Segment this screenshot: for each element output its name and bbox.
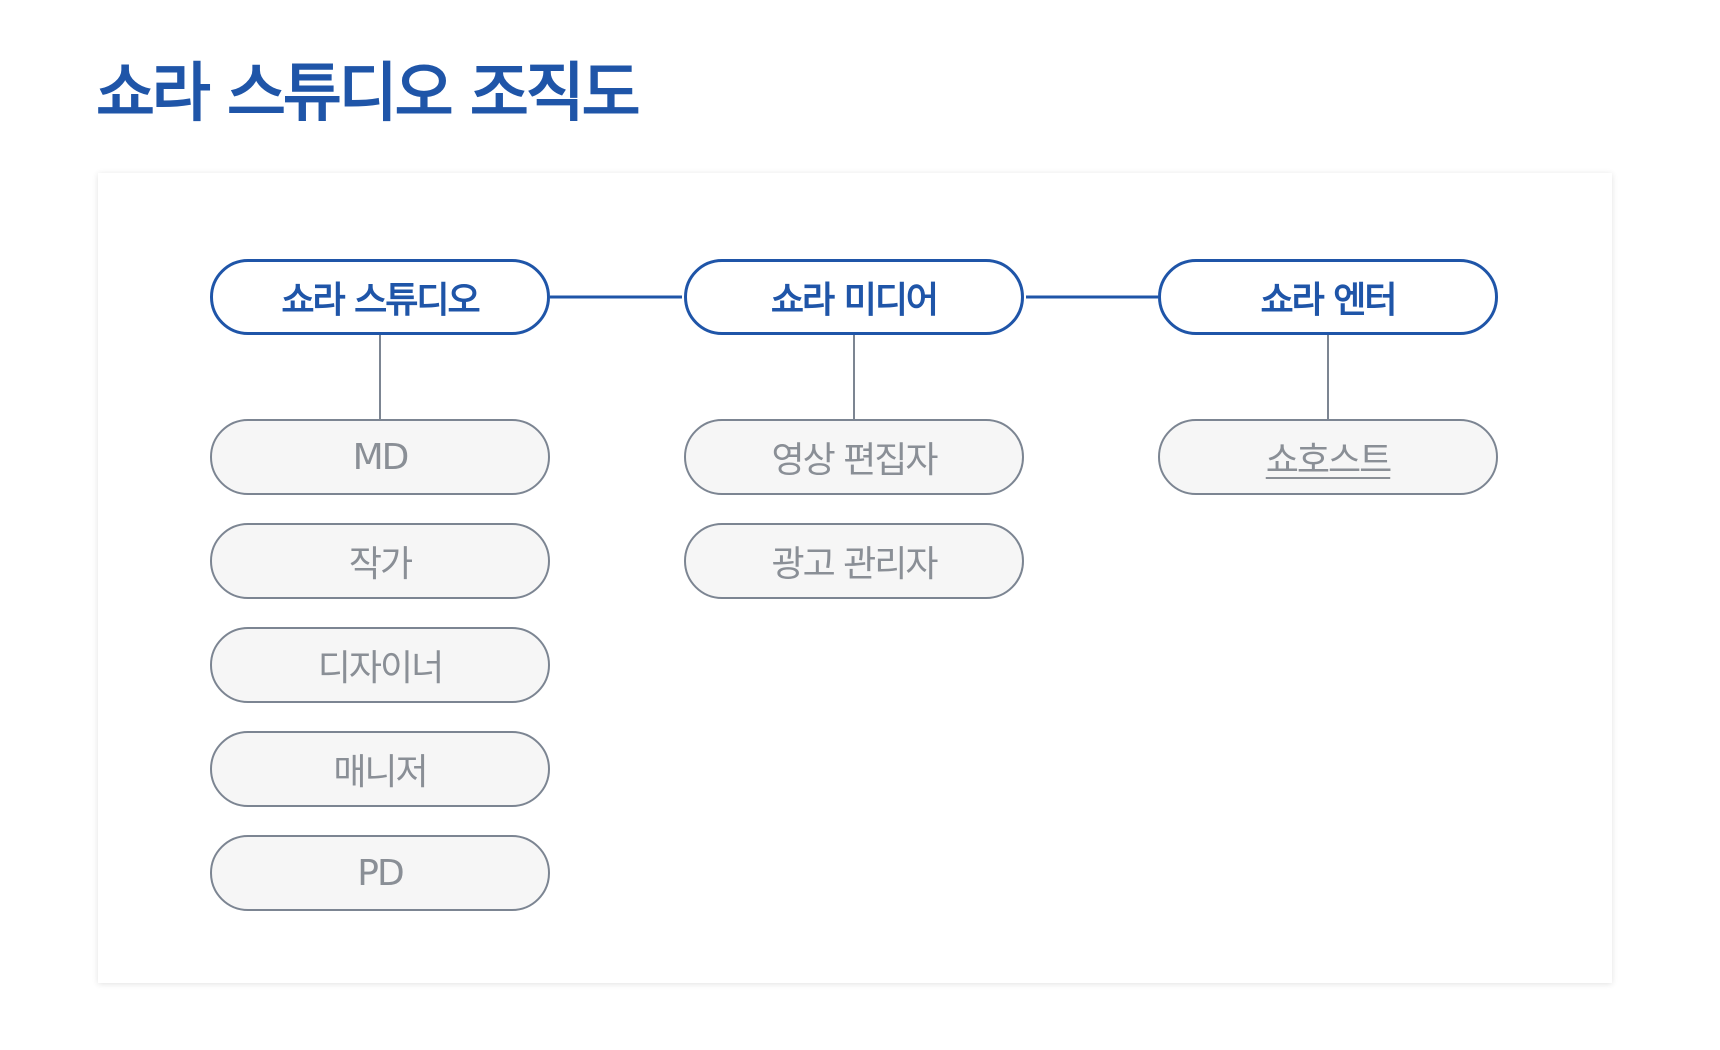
role-md: MD bbox=[210, 419, 550, 495]
role-show-host-label: 쇼호스트 bbox=[1265, 440, 1392, 481]
role-ad-manager: 광고 관리자 bbox=[684, 523, 1024, 599]
connector-lines bbox=[379, 295, 1329, 419]
page-title: 쇼라 스튜디오 조직도 bbox=[96, 57, 640, 131]
org-head-media: 쇼라 미디어 bbox=[684, 259, 1024, 335]
role-writer: 작가 bbox=[210, 523, 550, 599]
org-chart-panel: 쇼라 스튜디오 MD 작가 디자이너 매니저 PD 쇼라 미디어 영상 편집자 … bbox=[98, 173, 1612, 983]
role-designer: 디자이너 bbox=[210, 627, 550, 703]
role-pd: PD bbox=[210, 835, 550, 911]
org-head-studio: 쇼라 스튜디오 bbox=[210, 259, 550, 335]
role-show-host: 쇼호스트 bbox=[1158, 419, 1498, 495]
role-video-editor: 영상 편집자 bbox=[684, 419, 1024, 495]
org-head-enter: 쇼라 엔터 bbox=[1158, 259, 1498, 335]
role-manager: 매니저 bbox=[210, 731, 550, 807]
